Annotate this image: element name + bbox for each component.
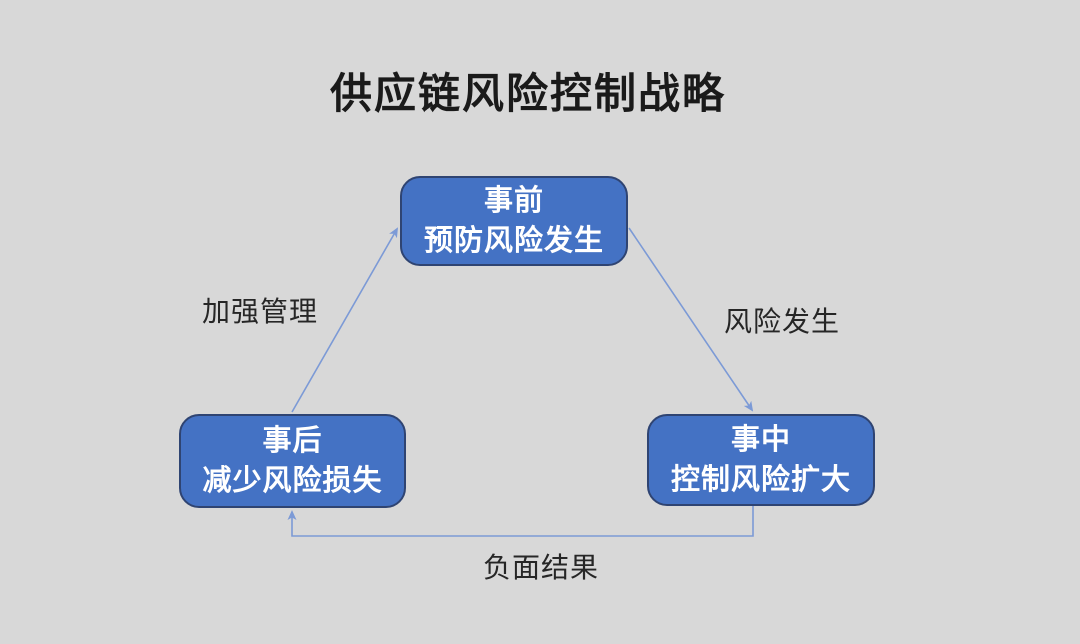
node-during-title: 事中 xyxy=(730,423,791,456)
node-before-prevention: 事前 预防风险发生 xyxy=(400,176,628,266)
node-during-control: 事中 控制风险扩大 xyxy=(647,414,875,506)
edge-label-strengthen-management: 加强管理 xyxy=(202,296,319,327)
edge-label-negative-result: 负面结果 xyxy=(483,552,600,583)
node-during-subtitle: 控制风险扩大 xyxy=(670,464,851,496)
node-before-subtitle: 预防风险发生 xyxy=(423,225,604,257)
node-after-subtitle: 减少风险损失 xyxy=(202,465,383,497)
page-title: 供应链风险控制战略 xyxy=(329,70,726,117)
node-before-title: 事前 xyxy=(483,184,544,217)
edge-label-risk-occurs: 风险发生 xyxy=(724,306,841,337)
node-after-loss-reduction: 事后 减少风险损失 xyxy=(179,414,406,508)
node-after-title: 事后 xyxy=(262,424,323,457)
arrow-before-to-during xyxy=(628,227,754,412)
arrow-during-to-after xyxy=(287,506,754,537)
arrow-after-to-before xyxy=(291,227,398,413)
